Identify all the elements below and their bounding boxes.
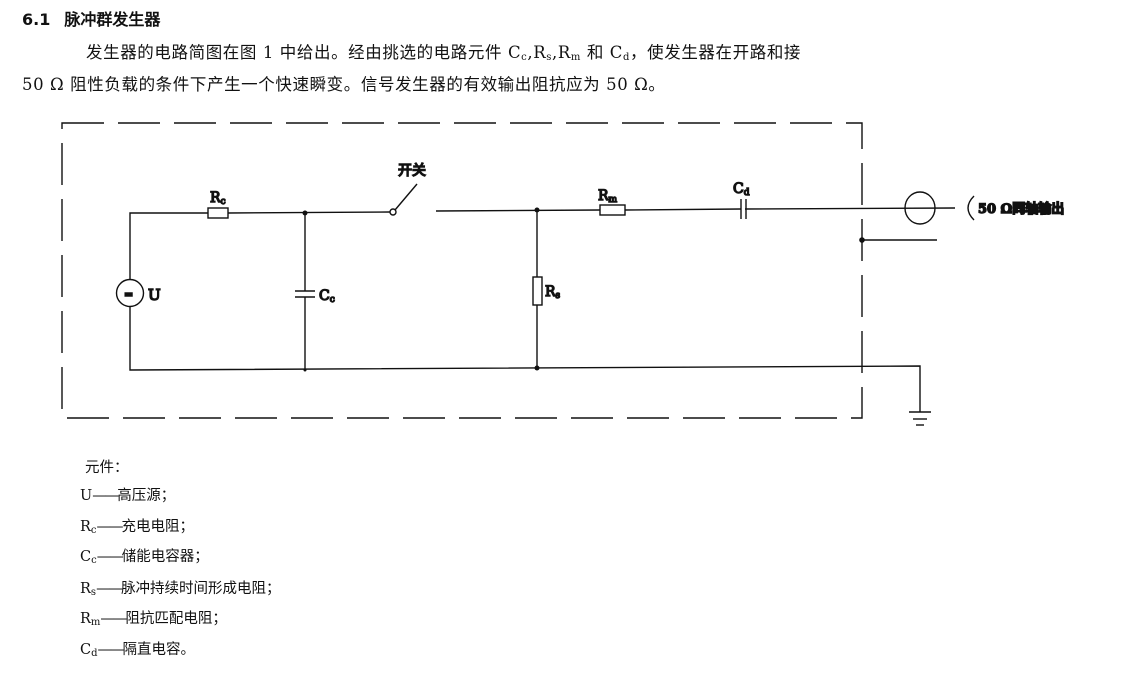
subscript: m bbox=[570, 52, 581, 63]
label-Rm: Rm bbox=[598, 188, 618, 205]
capacitor-Cc bbox=[295, 290, 315, 298]
coax-connector-icon bbox=[904, 191, 936, 225]
junction-dots bbox=[302, 207, 865, 372]
capacitor-Cd bbox=[740, 199, 747, 219]
output-jack-icon bbox=[967, 195, 975, 221]
subscript: s bbox=[546, 52, 552, 63]
component-symbol: C bbox=[507, 43, 522, 62]
output-label: 50 Ω同轴输出 bbox=[978, 201, 1064, 217]
resistor-Rm bbox=[599, 204, 626, 216]
label-Cd: Cd bbox=[733, 181, 750, 198]
ground-icon bbox=[909, 411, 931, 426]
label-Rs: Rs bbox=[545, 284, 561, 301]
resistor-Rc bbox=[207, 207, 229, 219]
legend-item: Cd——隔直电容。 bbox=[80, 642, 196, 659]
component-symbol: R bbox=[533, 43, 547, 62]
legend-item: Cc——储能电容器； bbox=[80, 549, 209, 566]
legend-heading: 元件： bbox=[85, 460, 129, 476]
legend-item: Rc——充电电阻； bbox=[80, 519, 195, 536]
legend-item: U——高压源； bbox=[80, 488, 176, 504]
component-symbol: R bbox=[557, 43, 571, 62]
voltage-source-icon bbox=[115, 278, 145, 308]
switch-icon bbox=[389, 183, 418, 216]
section-title: 脉冲群发生器 bbox=[64, 10, 161, 29]
sep: , bbox=[527, 43, 534, 62]
label-Rc: Rc bbox=[210, 190, 226, 207]
sep: , bbox=[552, 43, 558, 62]
text: ，使发生器在开路和接 bbox=[630, 43, 802, 62]
paragraph-line-2: 50 Ω 阻性负载的条件下产生一个快速瞬变。信号发生器的有效输出阻抗应为 50 … bbox=[22, 75, 666, 94]
resistor-Rs bbox=[532, 276, 543, 306]
wires bbox=[129, 207, 956, 412]
legend-item: Rm——阻抗匹配电阻； bbox=[80, 611, 227, 628]
section-heading: 6.1 脉冲群发生器 bbox=[22, 6, 160, 30]
switch-label: 开关 bbox=[398, 163, 426, 179]
subscript: c bbox=[521, 52, 528, 63]
generator-boundary bbox=[61, 122, 863, 419]
label-Cc: Cc bbox=[319, 288, 335, 305]
subscript: d bbox=[623, 52, 631, 63]
sep: 和 bbox=[580, 43, 610, 62]
label-U: U bbox=[148, 286, 161, 304]
section-number: 6.1 bbox=[22, 10, 51, 29]
paragraph-line-1: 发生器的电路简图在图 1 中给出。经由挑选的电路元件 Cc,Rs,Rm 和 Cd… bbox=[86, 39, 801, 63]
legend-item: Rs——脉冲持续时间形成电阻； bbox=[80, 581, 281, 598]
source-symbol: = bbox=[124, 288, 133, 301]
text: 发生器的电路简图在图 1 中给出。经由挑选的电路元件 bbox=[86, 43, 508, 62]
component-symbol: C bbox=[609, 43, 624, 62]
